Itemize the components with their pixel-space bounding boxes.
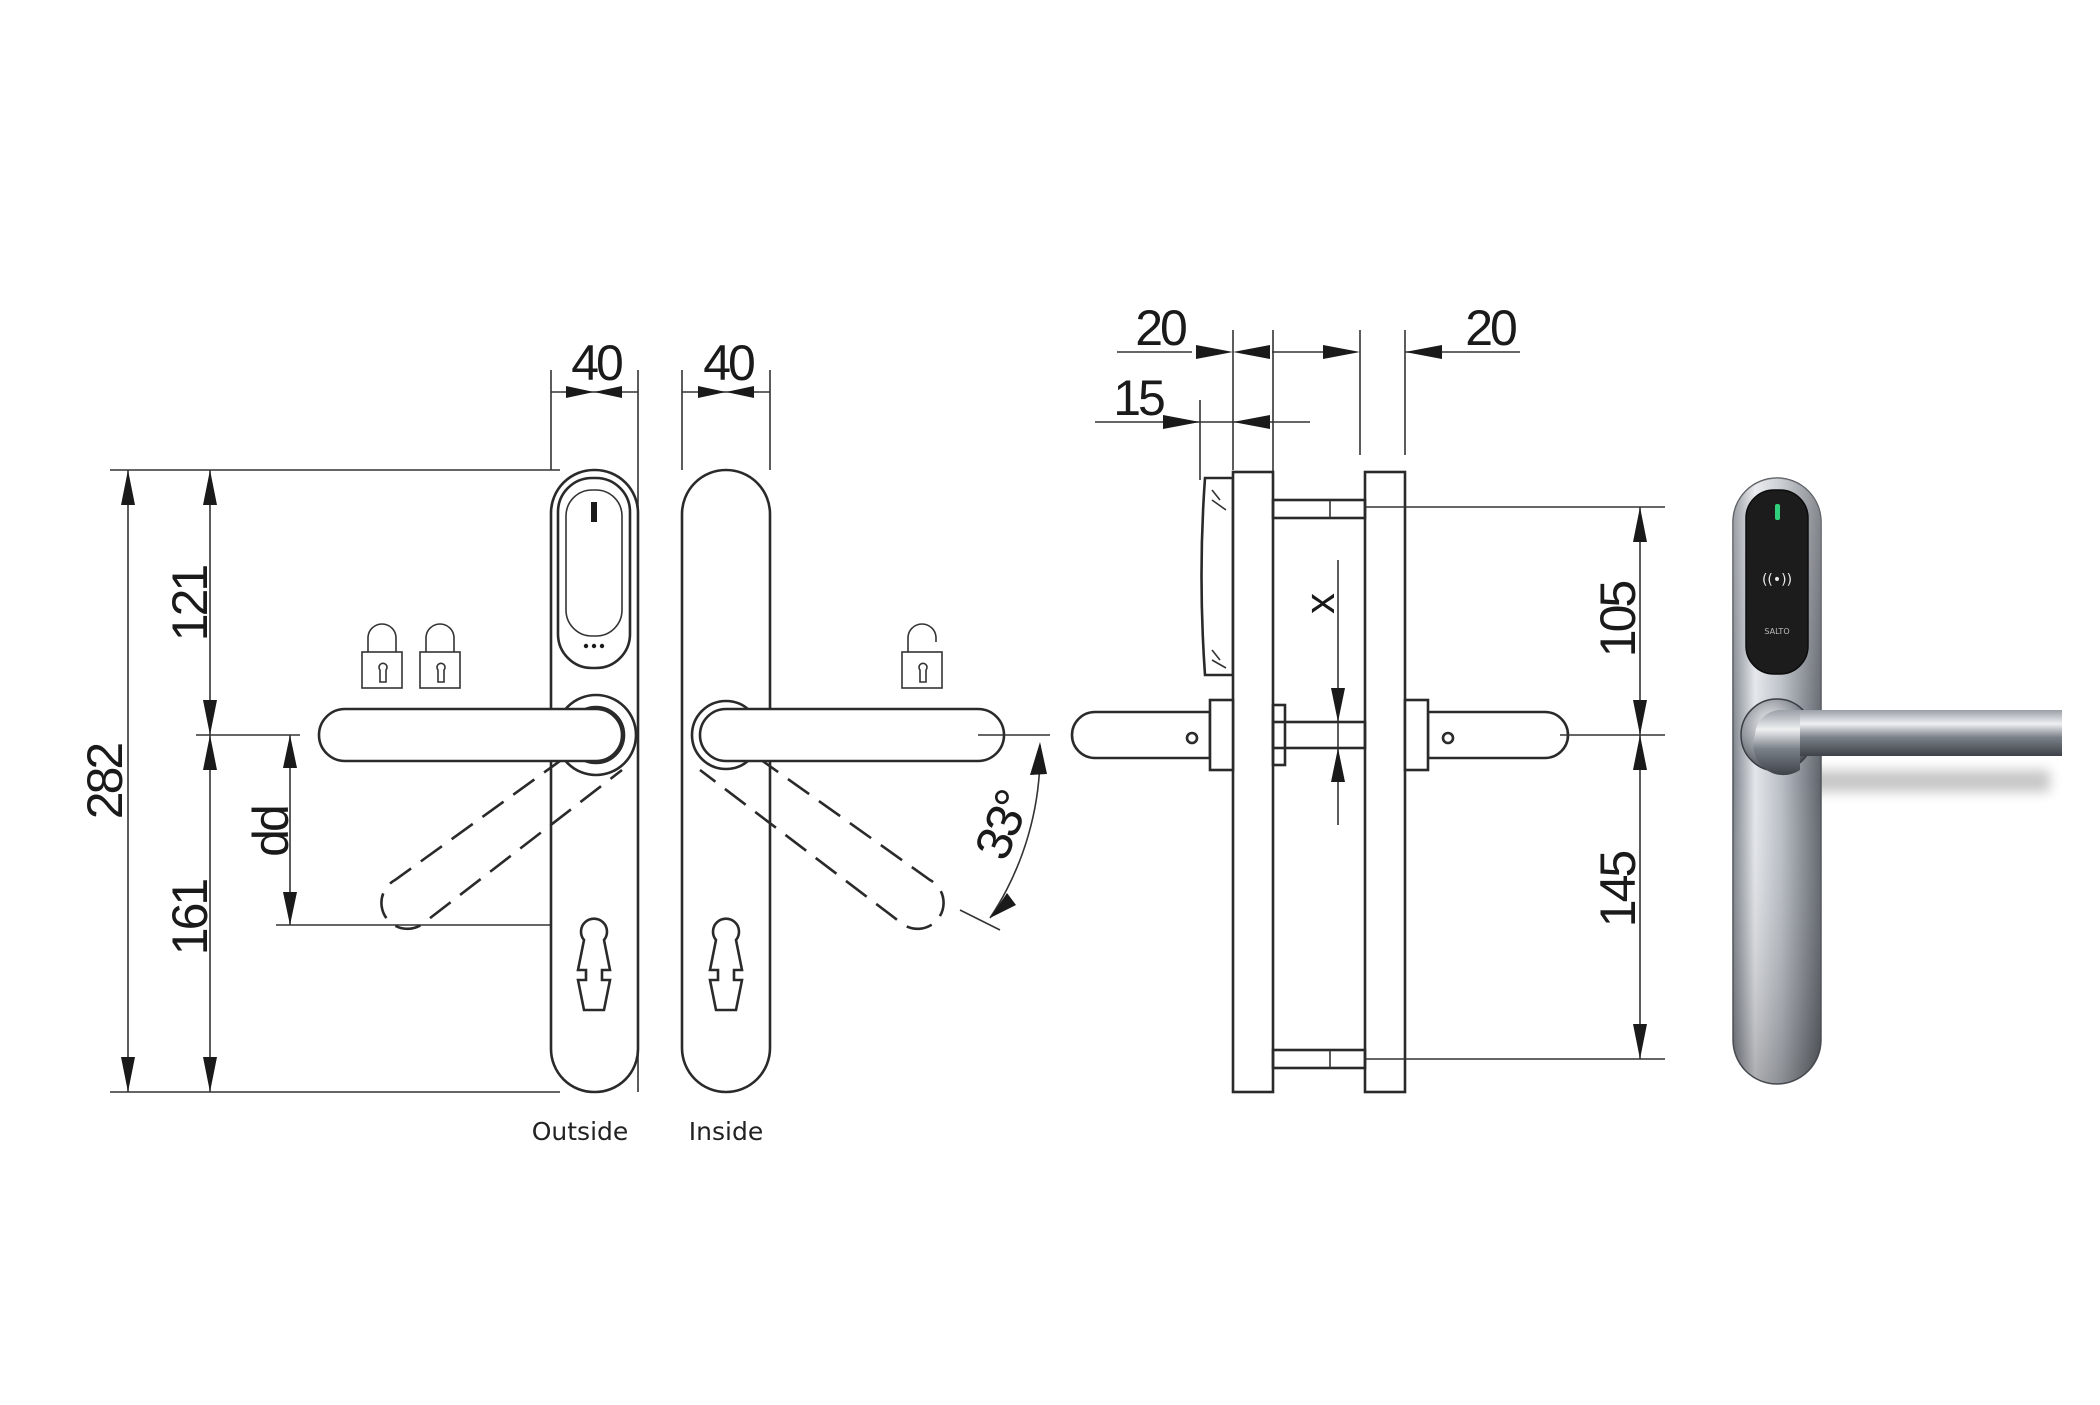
arrow-head (1331, 748, 1345, 782)
side-outside-plate (1231, 470, 1275, 1094)
side-outside-handle (1070, 710, 1212, 760)
padlock-locked-icon (419, 623, 461, 689)
caption-outside: Outside (532, 1117, 629, 1146)
arrow-head (1163, 415, 1200, 429)
arrow-head (1633, 735, 1647, 770)
arrow-head (1196, 345, 1233, 359)
photo-led-icon (1775, 504, 1780, 520)
spindle (1271, 720, 1367, 750)
handle-rotated-outline (699, 733, 945, 931)
arrow-head (566, 386, 594, 398)
dim-total-height: 282 (77, 744, 133, 820)
outside-view: 282 121 161 dd 40 (77, 335, 640, 1146)
arrow-head (990, 893, 1016, 918)
dim-width-inside: 40 (703, 335, 754, 391)
dim-side-upper: 105 (1590, 582, 1646, 658)
rfid-symbol-icon: ((•)) (1762, 572, 1792, 588)
dim-side-left-offset: 20 (1135, 300, 1186, 356)
arrow-head (1331, 688, 1345, 722)
inside-view: 40 33° Inside (680, 335, 1050, 1146)
dim-width-outside: 40 (571, 335, 622, 391)
side-inside-plate (1363, 470, 1407, 1094)
arrow-head (594, 386, 622, 398)
through-bolt (1271, 498, 1367, 520)
arrow-head (283, 892, 297, 925)
arrow-head (203, 700, 217, 735)
handle-rotated-outline (380, 733, 623, 931)
arrow-head (1030, 742, 1047, 775)
arrow-head (121, 1057, 135, 1092)
arrow-head (1633, 700, 1647, 735)
brand-mark: SALTO (1764, 627, 1789, 636)
arrow-head (1233, 415, 1270, 429)
arrow-head (726, 386, 754, 398)
arrow-head (1633, 1024, 1647, 1059)
arrow-head (203, 735, 217, 770)
side-inside-rose (1403, 698, 1430, 772)
caption-inside: Inside (689, 1117, 763, 1146)
arrow-head (1233, 345, 1270, 359)
arrow-head (283, 735, 297, 768)
dim-side-lower: 145 (1590, 852, 1646, 928)
side-view: 20 20 15 x (1070, 300, 1665, 1094)
arrow-head (203, 470, 217, 505)
dim-side-right-offset: 20 (1465, 300, 1516, 356)
padlock-unlocked-icon (901, 623, 943, 689)
arrow-head (1633, 507, 1647, 542)
arrow-head (121, 470, 135, 505)
arrow-head (1405, 345, 1442, 359)
padlock-locked-icon (361, 623, 403, 689)
side-reader (1200, 476, 1235, 677)
arrow-head (1323, 345, 1360, 359)
outside-plate (549, 468, 640, 1094)
reader-module (556, 476, 632, 670)
inside-handle (698, 707, 1006, 763)
photo-lever (1777, 710, 2062, 756)
arrow-head (698, 386, 726, 398)
dim-handle-to-cylinder: dd (243, 807, 299, 857)
dim-reader-depth: 15 (1113, 370, 1164, 426)
cylinder-keyhole (708, 917, 744, 1012)
dim-lower-height: 161 (162, 880, 218, 956)
led-indicator (591, 502, 597, 522)
cylinder-keyhole (576, 917, 612, 1012)
through-bolt (1271, 1048, 1367, 1070)
photo-reader-glass (1745, 489, 1809, 675)
outside-handle (317, 707, 624, 763)
dim-handle-angle: 33° (964, 784, 1041, 867)
side-inside-handle (1426, 710, 1570, 760)
dim-upper-height: 121 (162, 566, 218, 642)
side-outside-rose (1208, 698, 1235, 772)
dim-door-thickness: x (1296, 593, 1343, 614)
inside-plate (680, 468, 772, 1094)
product-photo: ((•)) SALTO (1732, 477, 2062, 1085)
arrow-head (203, 1057, 217, 1092)
